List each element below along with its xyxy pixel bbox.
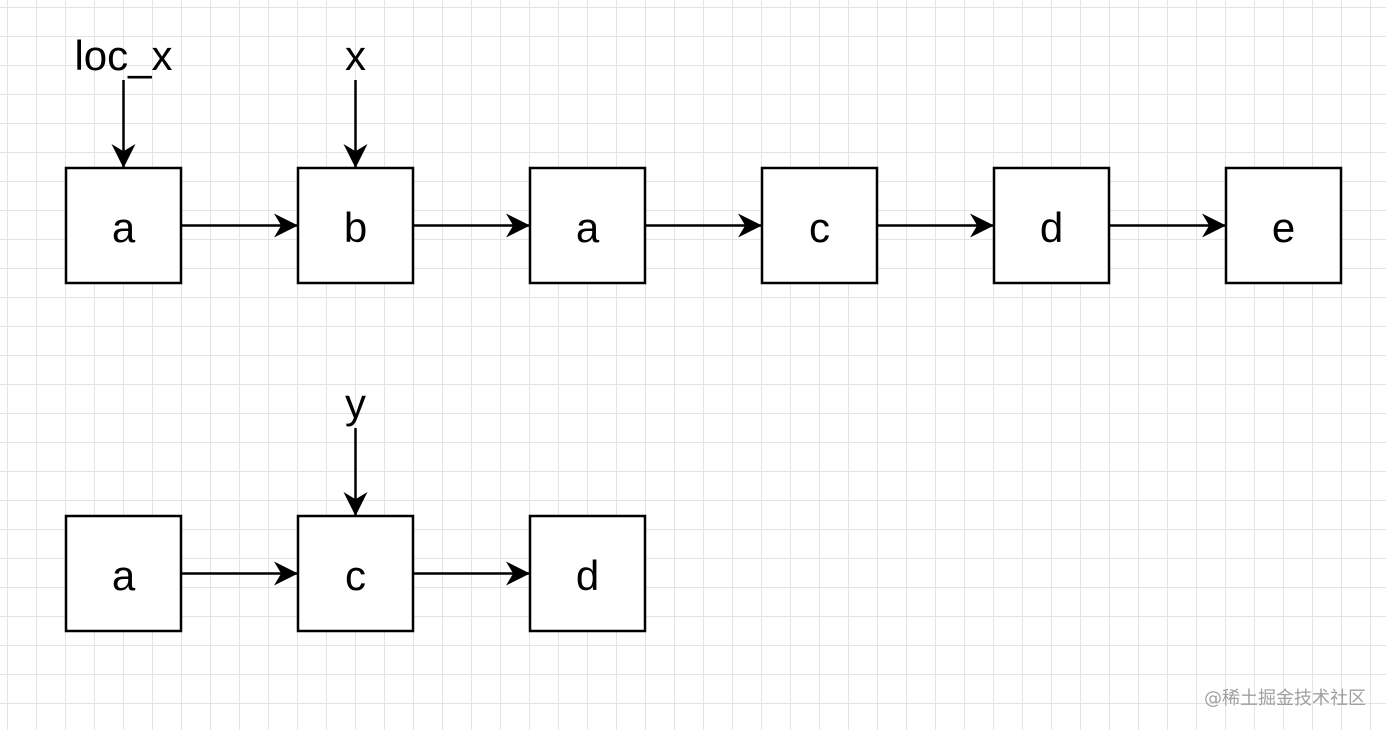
node-label: d: [1040, 204, 1063, 251]
node-label: a: [576, 204, 600, 251]
node-label: c: [345, 552, 366, 599]
linked-list-top: a b a c d e loc_x x: [64, 32, 1343, 285]
node-label: c: [809, 204, 830, 251]
node-box: [296, 514, 415, 633]
pointer-label: y: [345, 380, 366, 427]
watermark-text: @稀土掘金技术社区: [1204, 688, 1366, 709]
node-label: a: [112, 204, 136, 251]
node-box: [528, 166, 647, 285]
node-box: [1224, 166, 1343, 285]
node-box: [64, 166, 183, 285]
node-label: e: [1272, 204, 1295, 251]
node-label: d: [576, 552, 599, 599]
node-box: [296, 166, 415, 285]
node-box: [528, 514, 647, 633]
linked-list-bottom: a c d y: [64, 380, 647, 633]
pointer-label: loc_x: [74, 32, 172, 79]
pointer-label: x: [345, 32, 366, 79]
node-label: a: [112, 552, 136, 599]
node-label: b: [344, 204, 367, 251]
node-box: [760, 166, 879, 285]
